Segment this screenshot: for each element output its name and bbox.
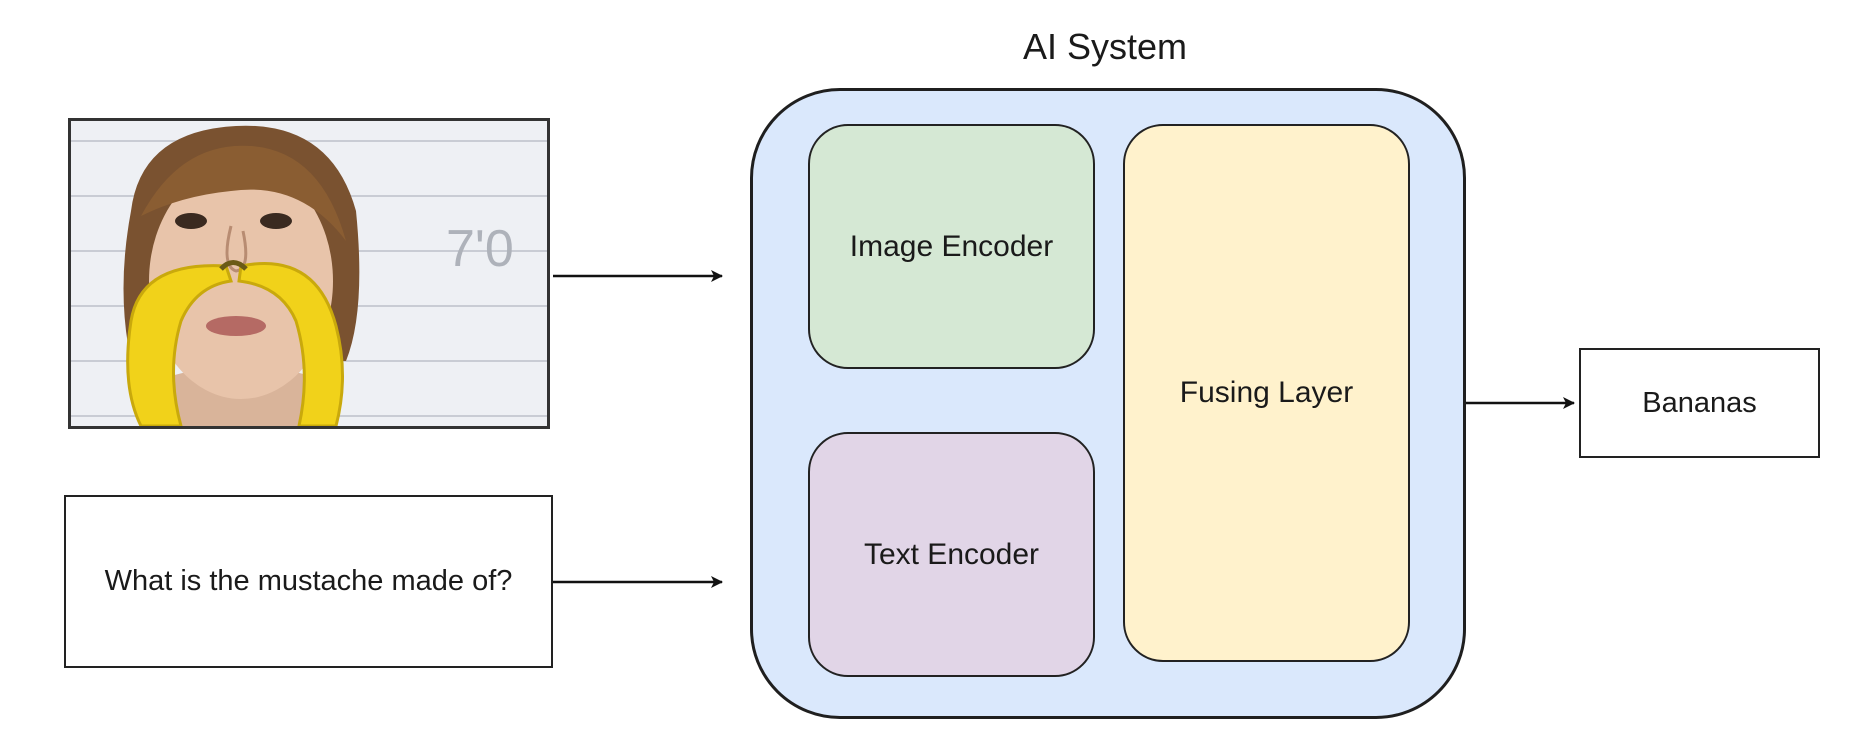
system-title: AI System — [1022, 26, 1188, 67]
fusing-layer-block: Fusing Layer — [1123, 124, 1410, 662]
fusing-layer-label: Fusing Layer — [1179, 376, 1354, 409]
photo-of-person-with-banana-mustache-icon: 7'0 — [71, 125, 547, 426]
image-encoder-block: Image Encoder — [808, 124, 1095, 369]
text-encoder-block: Text Encoder — [808, 432, 1095, 677]
question-text: What is the mustache made of? — [104, 565, 513, 598]
output-box: Bananas — [1579, 348, 1820, 458]
text-encoder-label: Text Encoder — [863, 537, 1040, 571]
question-box: What is the mustache made of? — [64, 495, 553, 668]
input-photo: 7'0 — [68, 118, 550, 429]
photo-wall-text: 7'0 — [446, 220, 514, 278]
image-encoder-label: Image Encoder — [849, 229, 1054, 263]
output-label: Bananas — [1642, 386, 1757, 419]
